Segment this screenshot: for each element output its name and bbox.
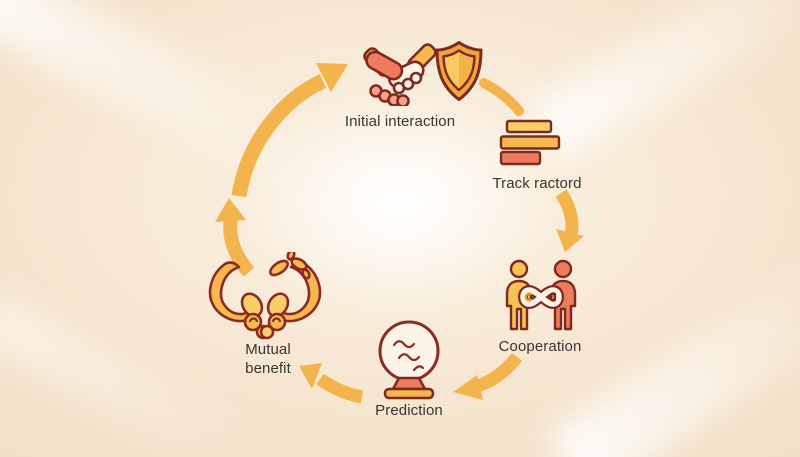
- arrow-mutual-to-initial-lower: [215, 198, 255, 277]
- arrow-track-to-cooperation: [555, 189, 584, 252]
- node-label-cooperation: Cooperation: [460, 337, 620, 356]
- shield-icon: [435, 41, 483, 101]
- stacked-bars-icon: [499, 119, 561, 166]
- arrow-mutual-to-initial-upper: [231, 63, 348, 198]
- node-label-track-ractord: Track ractord: [457, 174, 617, 193]
- arrow-initial-to-track: [479, 78, 524, 116]
- double-cornucopia-icon: [208, 252, 322, 340]
- node-label-text-line1: Mutual: [245, 341, 291, 358]
- node-label-mutual-benefit: Mutual benefit: [188, 340, 348, 378]
- crystal-ball-icon: [378, 320, 440, 400]
- node-label-text: Track ractord: [492, 175, 582, 192]
- node-label-prediction: Prediction: [329, 401, 489, 420]
- node-label-text: Initial interaction: [344, 113, 456, 130]
- node-label-text: Cooperation: [498, 338, 582, 355]
- node-label-text-line2: benefit: [245, 360, 291, 377]
- arrow-prediction-to-mutual: [299, 363, 364, 404]
- handshake-icon: [363, 43, 437, 106]
- node-label-text: Prediction: [375, 402, 443, 419]
- node-label-initial-interaction: Initial interaction: [300, 112, 500, 131]
- arrow-cooperation-to-prediction: [453, 352, 523, 400]
- two-people-link-icon: [505, 259, 577, 331]
